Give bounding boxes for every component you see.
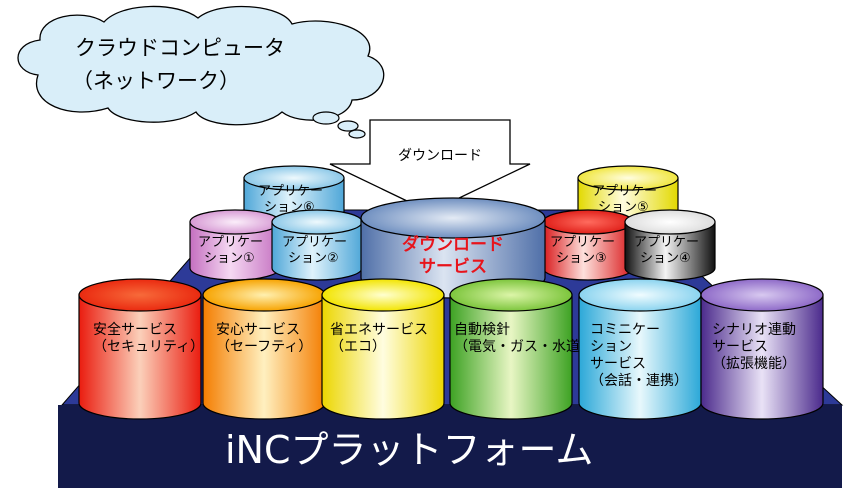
application-4-label-2: ション④	[640, 251, 691, 266]
cloud-line-2: （ネットワーク）	[72, 69, 240, 93]
service-metering-label-line-1: 自動検針	[454, 322, 510, 338]
application-6-label-1: アプリケー	[258, 184, 323, 199]
download-service-cylinder	[360, 197, 546, 299]
download-arrow-label: ダウンロード	[398, 148, 482, 164]
service-communication-label-line-4: （会話・連携）	[590, 372, 688, 389]
application-2-cylinder	[271, 209, 363, 281]
application-4-cylinder	[624, 209, 716, 281]
download-service-label-2: サービス	[419, 257, 487, 277]
application-3-cylinder	[542, 209, 634, 281]
service-safety-cylinder	[202, 278, 326, 420]
service-eco-cylinder	[321, 278, 445, 420]
application-1-label-1: アプリケー	[198, 235, 263, 250]
service-communication-label-line-1: コミニケー	[590, 322, 660, 338]
application-4-label-1: アプリケー	[634, 235, 699, 250]
service-security-label-line-2: （セキュリティ）	[93, 339, 204, 355]
service-scenario-label-line-3: （拡張機能）	[712, 356, 796, 372]
application-5-label-1: アプリケー	[592, 184, 657, 199]
service-scenario-cylinder	[700, 278, 824, 420]
service-safety-label-line-1: 安心サービス	[216, 322, 300, 338]
application-2-label-2: ション②	[288, 251, 339, 266]
service-communication-label-line-3: サービス	[590, 356, 646, 372]
platform-base	[58, 405, 842, 488]
service-security-label-line-1: 安全サービス	[93, 321, 177, 338]
service-safety-label-line-2: （セーフティ）	[216, 339, 312, 355]
service-scenario-label-line-2: サービス	[712, 339, 768, 355]
service-communication-label-line-2: ション	[590, 339, 632, 355]
application-3-label-2: ション③	[556, 251, 607, 266]
service-eco-label-line-2: （エコ）	[330, 339, 386, 355]
platform-title: iNCプラットフォーム	[225, 428, 593, 472]
service-metering-label-line-2: （電気・ガス・水道）	[454, 339, 594, 355]
service-metering-cylinder	[449, 278, 573, 420]
service-security-cylinder	[78, 278, 202, 420]
download-arrow	[329, 119, 531, 213]
cylinder-layer: アプリケーション⑥アプリケーション⑤アプリケーション①アプリケーション②アプリケ…	[78, 165, 824, 420]
service-scenario-label-line-1: シナリオ連動	[712, 322, 796, 338]
application-3-label-1: アプリケー	[550, 235, 615, 250]
cloud-line-1: クラウドコンピュータ	[75, 36, 285, 60]
service-communication-cylinder	[578, 278, 702, 420]
application-2-label-1: アプリケー	[282, 235, 347, 250]
service-eco-label-line-1: 省エネサービス	[330, 322, 428, 338]
cloud-shape	[17, 5, 385, 139]
application-1-label-2: ション①	[204, 251, 255, 266]
download-service-label-1: ダウンロード	[402, 234, 504, 255]
